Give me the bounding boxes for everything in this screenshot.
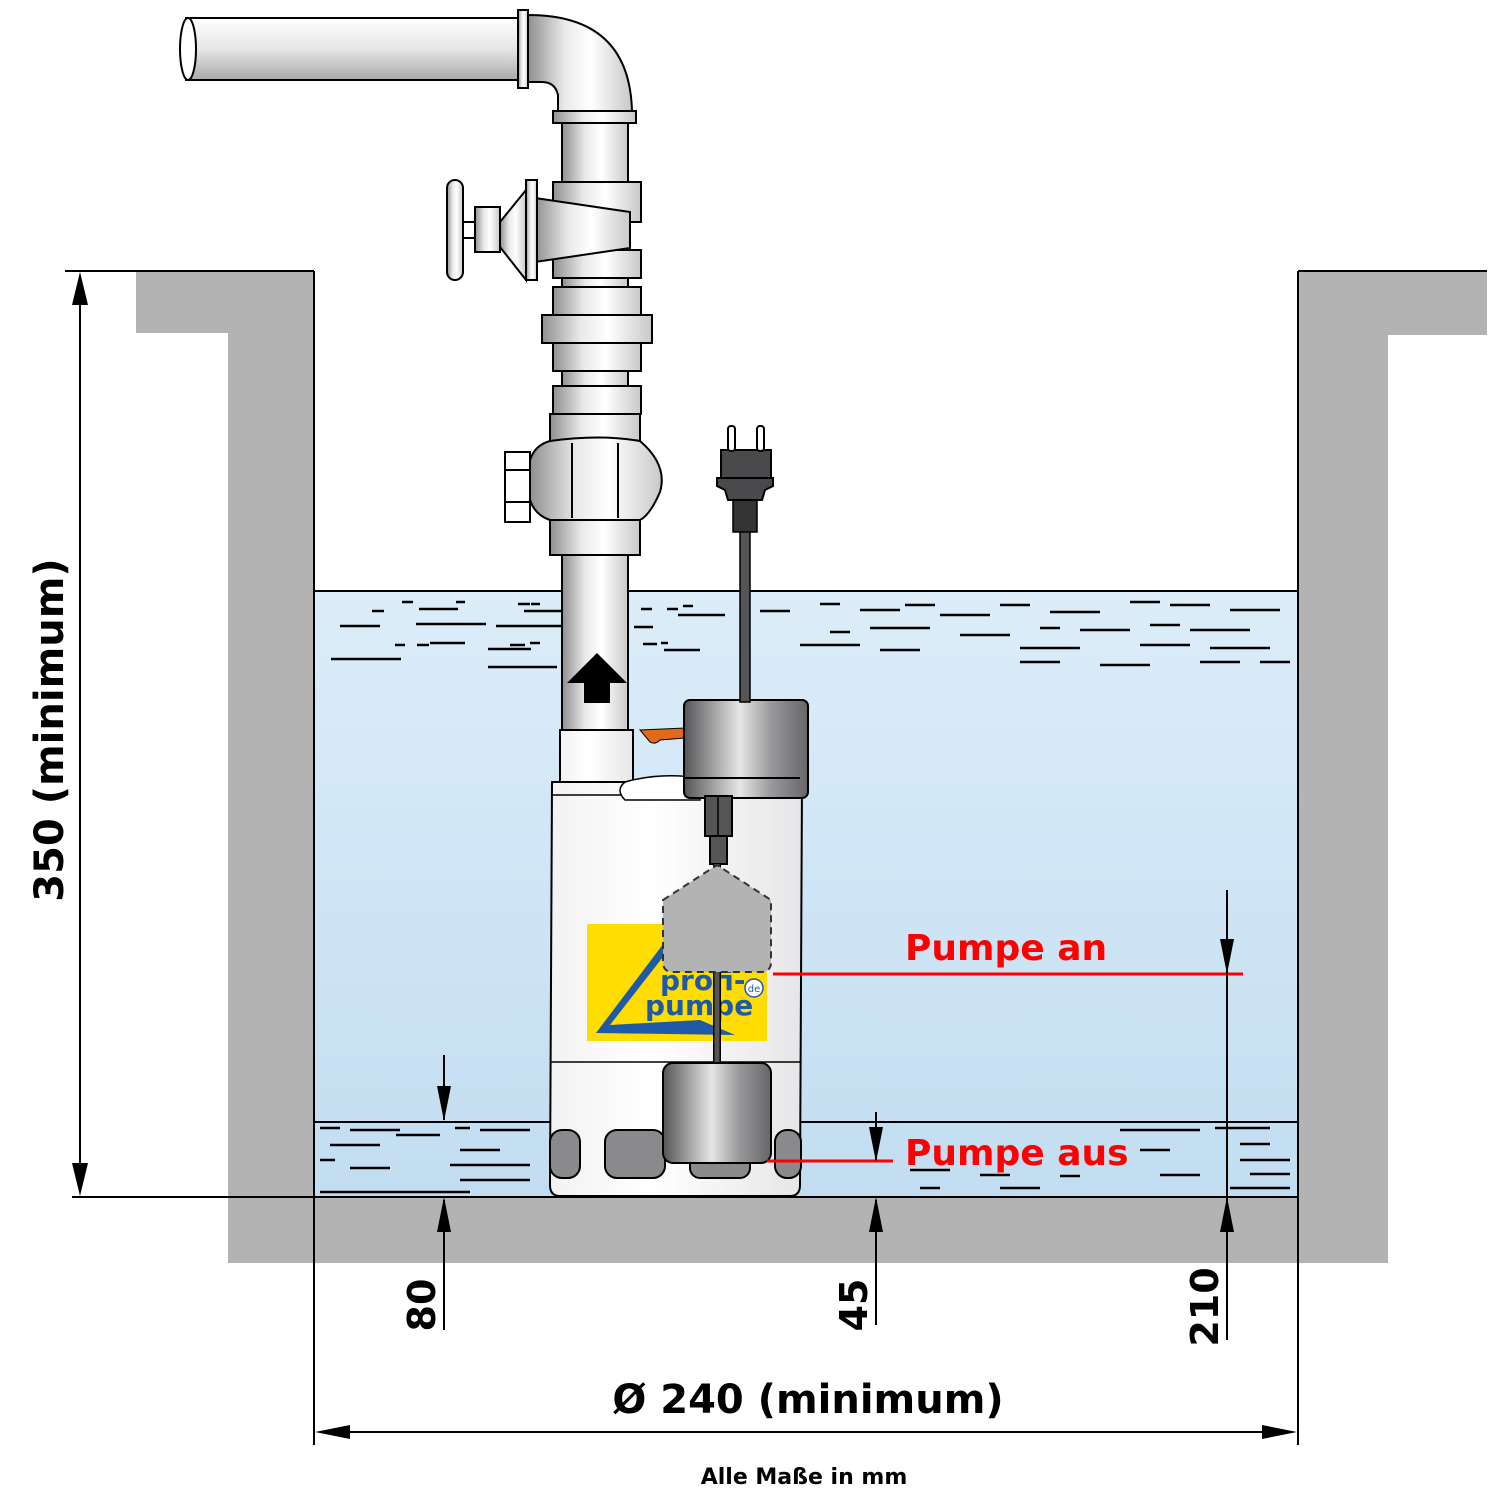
valve-handwheel — [446, 179, 464, 281]
discharge-pipe-horizontal — [185, 17, 527, 81]
dimension-height-label: 350 (minimum) — [27, 558, 73, 901]
arrowhead-icon — [437, 1197, 451, 1232]
dimension-diameter-label: Ø 240 (minimum) — [612, 1377, 1003, 1423]
arrowhead-icon — [1220, 939, 1234, 974]
float-lower-position — [662, 1062, 772, 1164]
pipe-union — [541, 314, 653, 344]
water-body — [315, 591, 1297, 1196]
shaft-wall — [136, 271, 1487, 1263]
water-ripples-top — [331, 600, 1290, 669]
gate-valve — [446, 179, 631, 283]
pipe-elbow — [527, 13, 634, 113]
dimension-height — [65, 270, 315, 1198]
discharge-pipe-vertical — [561, 122, 629, 184]
check-valve — [504, 413, 663, 556]
shaft-wall-outline — [313, 271, 1299, 1198]
float-upper-position — [662, 863, 772, 1075]
power-plug-icon — [716, 425, 774, 703]
intake-opening — [549, 1129, 581, 1179]
flow-direction-arrow-icon — [567, 653, 627, 703]
arrowhead-icon — [869, 1197, 883, 1232]
arrowhead-icon — [1262, 1425, 1297, 1439]
pump-on-label: Pumpe an — [905, 928, 1107, 969]
intake-opening — [604, 1129, 666, 1179]
logo-badge: de — [748, 984, 761, 995]
pump-off-label: Pumpe aus — [905, 1133, 1129, 1174]
arrowhead-icon — [1220, 1197, 1234, 1232]
dimension-pump-on-label: 210 — [1183, 1267, 1227, 1346]
logo-text-line2: pumpe — [645, 989, 753, 1022]
dimension-low-water-label: 80 — [400, 1279, 444, 1332]
dimension-diameter — [313, 1197, 1299, 1445]
arrowhead-icon — [437, 1086, 451, 1121]
units-footnote: Alle Maße in mm — [701, 1465, 908, 1490]
arrowhead-icon — [869, 1127, 883, 1162]
intake-opening — [774, 1129, 802, 1179]
arrowhead-icon — [315, 1425, 350, 1439]
water-ripples-bottom — [320, 1126, 1290, 1194]
arrowhead-icon — [72, 1163, 88, 1196]
arrowhead-icon — [72, 272, 88, 305]
pipe-flange — [517, 9, 529, 89]
dimension-pump-off-label: 45 — [832, 1279, 876, 1332]
